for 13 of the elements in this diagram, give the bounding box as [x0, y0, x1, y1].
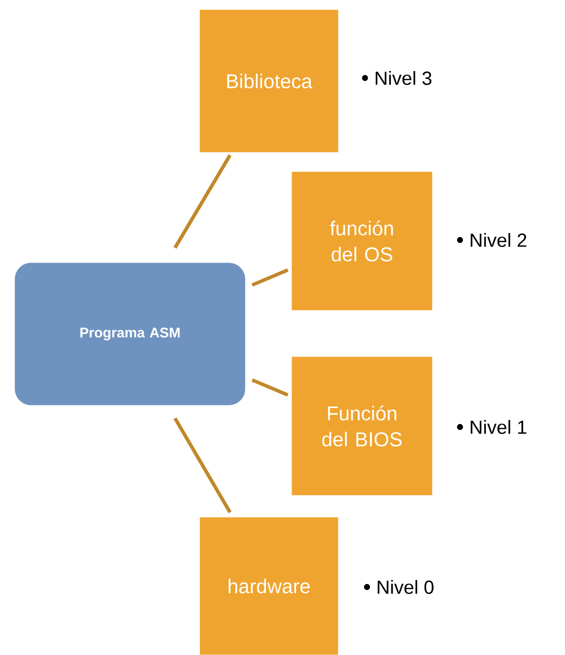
level-label: Nivel 1	[470, 420, 526, 434]
level-label: Nivel 2	[470, 233, 526, 247]
program-box: Programa ASM	[14, 262, 246, 406]
level-box: función del OS	[292, 172, 432, 310]
connector-line	[252, 268, 288, 287]
level-box: Biblioteca	[200, 10, 338, 152]
connector-line	[174, 154, 232, 249]
level-label: Nivel 0	[378, 580, 434, 594]
connector-line	[252, 378, 288, 397]
level-box: hardware	[200, 517, 338, 655]
level-label: Nivel 3	[376, 71, 432, 85]
connector-line	[173, 417, 232, 514]
level-box: Función del BIOS	[292, 356, 432, 496]
